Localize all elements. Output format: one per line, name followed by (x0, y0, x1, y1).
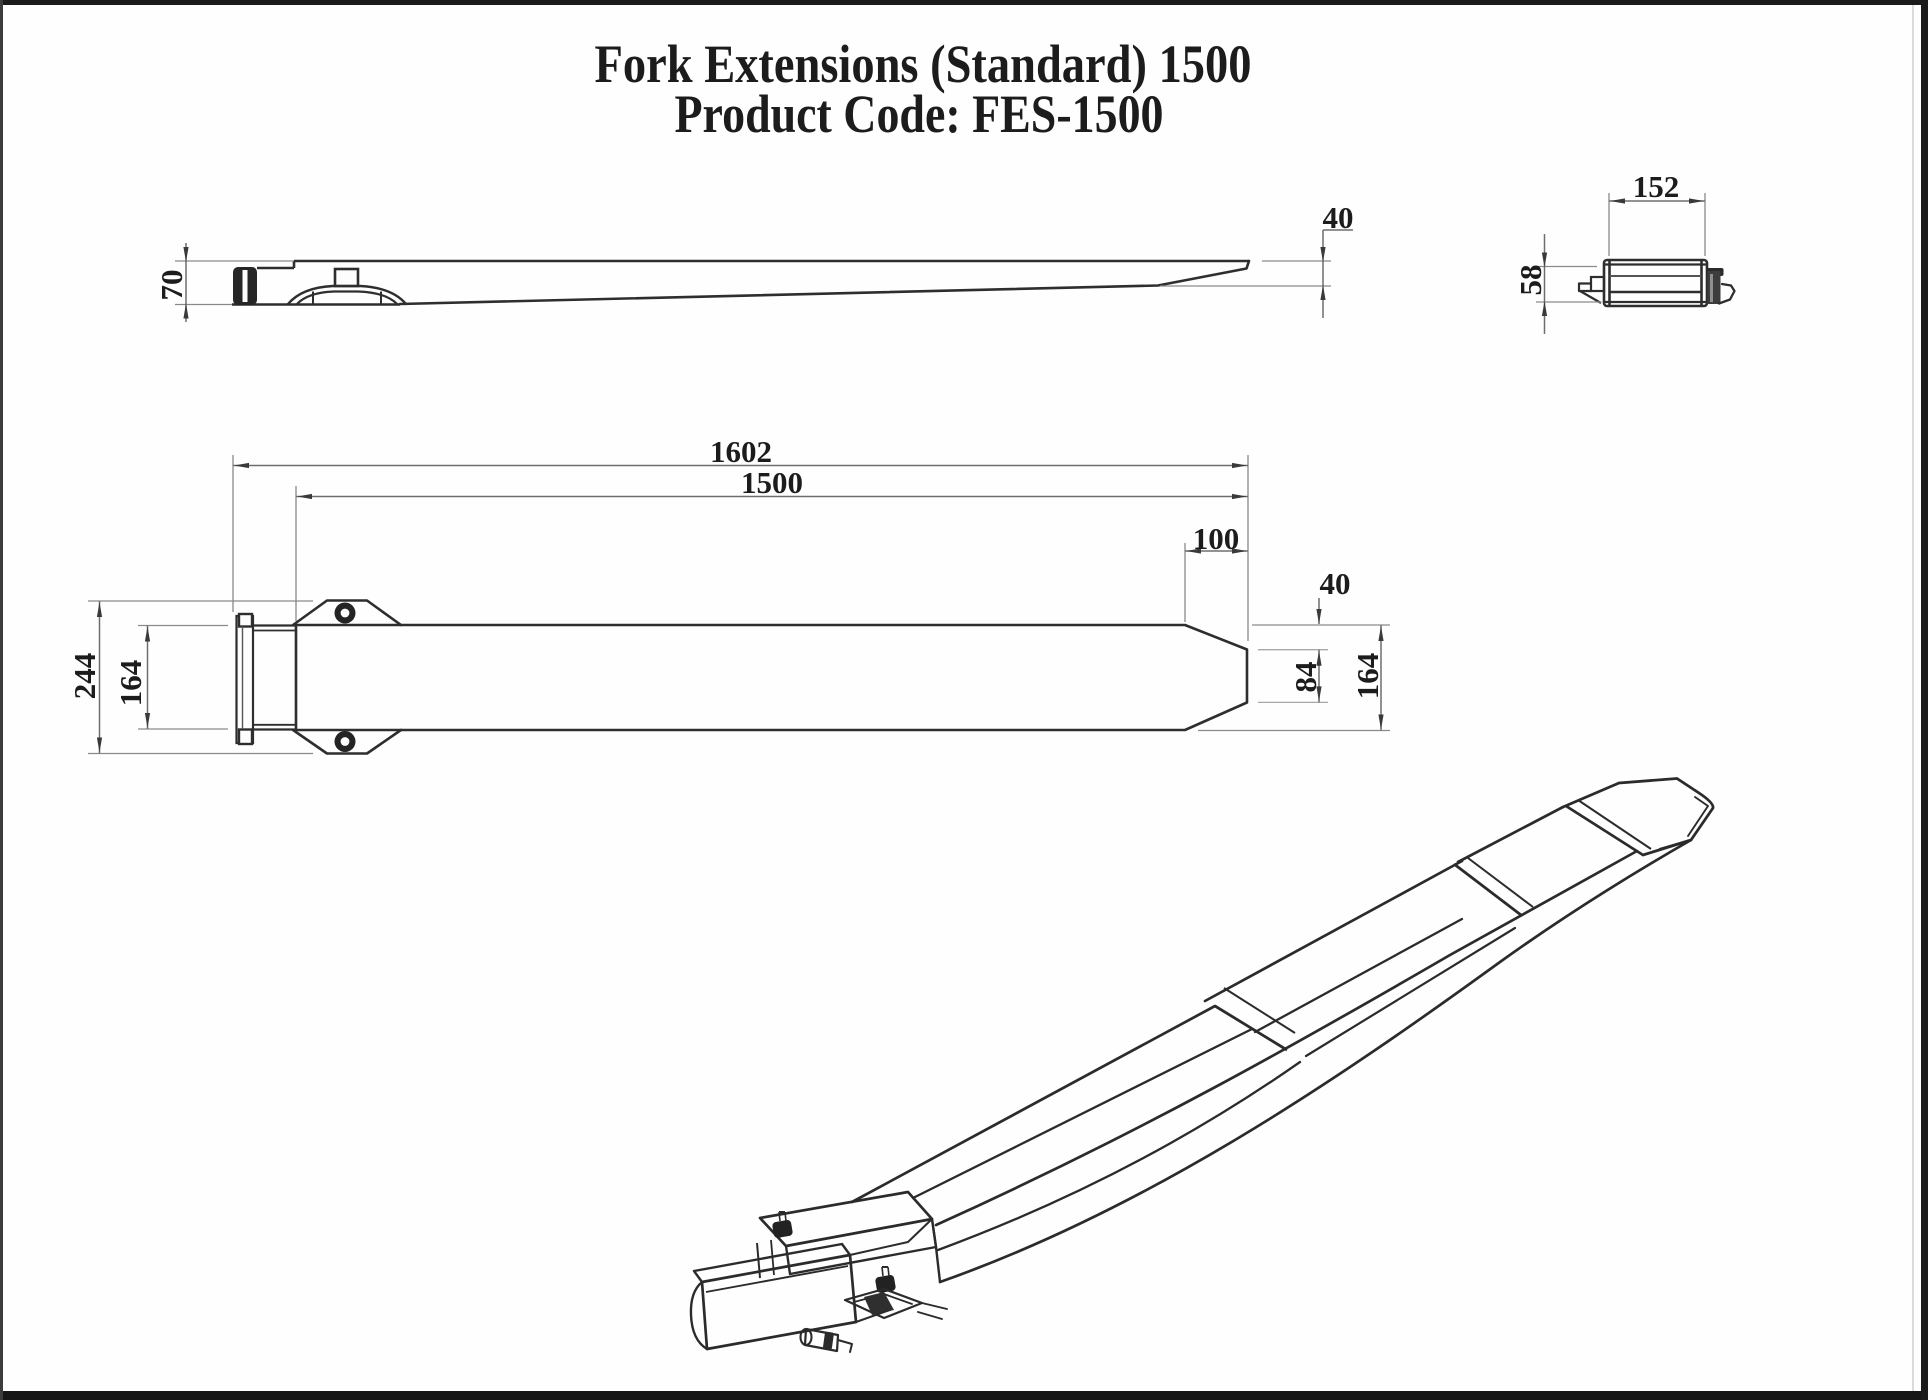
svg-text:70: 70 (154, 270, 189, 301)
svg-text:1500: 1500 (741, 465, 803, 500)
svg-text:58: 58 (1513, 265, 1548, 296)
svg-text:40: 40 (1320, 566, 1351, 601)
svg-text:244: 244 (67, 653, 102, 700)
svg-text:Product Code: FES-1500: Product Code: FES-1500 (675, 84, 1164, 144)
svg-text:Fork Extensions (Standard) 150: Fork Extensions (Standard) 1500 (595, 34, 1252, 94)
svg-text:152: 152 (1633, 169, 1680, 204)
svg-text:84: 84 (1288, 662, 1323, 693)
svg-text:164: 164 (1350, 653, 1385, 700)
svg-text:164: 164 (113, 660, 148, 707)
svg-text:100: 100 (1193, 521, 1240, 556)
svg-text:40: 40 (1323, 200, 1354, 235)
svg-text:1602: 1602 (710, 434, 772, 469)
